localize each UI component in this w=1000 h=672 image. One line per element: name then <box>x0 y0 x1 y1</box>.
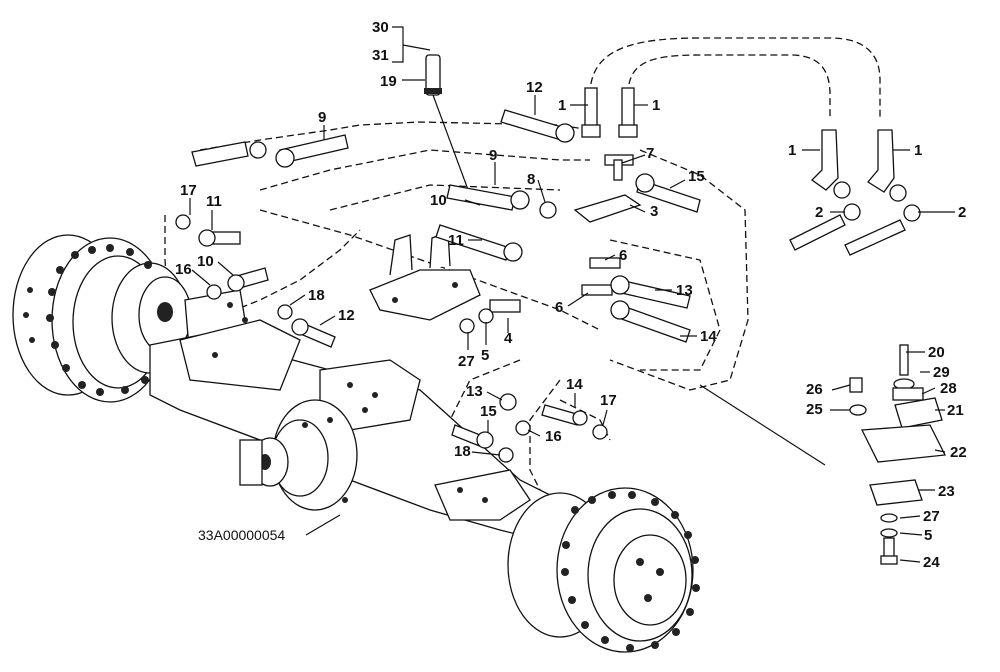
callout-20: 20 <box>928 344 945 361</box>
callout-31: 31 <box>372 47 389 64</box>
callout-21: 21 <box>947 402 964 419</box>
callout-3: 3 <box>650 203 658 220</box>
callout-27: 27 <box>458 353 475 370</box>
callout-23: 23 <box>938 483 955 500</box>
callout-8: 8 <box>527 171 535 188</box>
hoses-and-fittings <box>175 54 921 463</box>
callout-28: 28 <box>940 380 957 397</box>
mounting-bracket <box>369 231 481 321</box>
callout-15: 15 <box>480 403 497 420</box>
callout-12: 12 <box>526 79 543 96</box>
callout-19: 19 <box>380 73 397 90</box>
callout-1: 1 <box>788 142 796 159</box>
callout-22: 22 <box>950 444 967 461</box>
callout-30: 30 <box>372 19 389 36</box>
callout-10: 10 <box>197 253 214 270</box>
axle-housing <box>149 302 561 541</box>
callout-16: 16 <box>545 428 562 445</box>
left-wheel-hub <box>12 234 251 403</box>
callout-12: 12 <box>338 307 355 324</box>
callout-11: 11 <box>448 232 464 249</box>
callout-6: 6 <box>555 299 563 316</box>
callout-1: 1 <box>558 97 566 114</box>
callout-9: 9 <box>489 147 497 164</box>
callout-9: 9 <box>318 109 326 126</box>
callout-10: 10 <box>430 192 447 209</box>
callout-18: 18 <box>454 443 471 460</box>
callout-14: 14 <box>700 328 717 345</box>
callout-14: 14 <box>566 376 583 393</box>
callout-25: 25 <box>806 401 823 418</box>
callout-18: 18 <box>308 287 325 304</box>
callout-6: 6 <box>619 247 627 264</box>
callout-5: 5 <box>481 347 489 364</box>
clamp-assembly <box>699 344 947 565</box>
callout-15: 15 <box>688 168 705 185</box>
callout-1: 1 <box>652 97 660 114</box>
leader-lines <box>189 26 955 563</box>
callout-2: 2 <box>815 204 823 221</box>
callout-24: 24 <box>923 554 940 571</box>
callout-labels: 30 31 19 12 1 1 1 1 9 9 7 15 8 10 3 2 2 … <box>175 19 967 571</box>
right-wheel-hub <box>507 487 700 653</box>
callout-5: 5 <box>924 527 932 544</box>
callout-17: 17 <box>180 182 197 199</box>
callout-13: 13 <box>466 383 483 400</box>
callout-2: 2 <box>958 204 966 221</box>
callout-11: 11 <box>206 193 222 210</box>
callout-1: 1 <box>914 142 922 159</box>
callout-17: 17 <box>600 392 617 409</box>
callout-29: 29 <box>933 364 950 381</box>
callout-13: 13 <box>676 282 693 299</box>
callout-27: 27 <box>923 508 940 525</box>
callout-4: 4 <box>504 330 513 347</box>
callout-7: 7 <box>646 145 654 162</box>
callout-16: 16 <box>175 261 192 278</box>
drawing-code: 33A00000054 <box>198 527 285 543</box>
callout-26: 26 <box>806 381 823 398</box>
